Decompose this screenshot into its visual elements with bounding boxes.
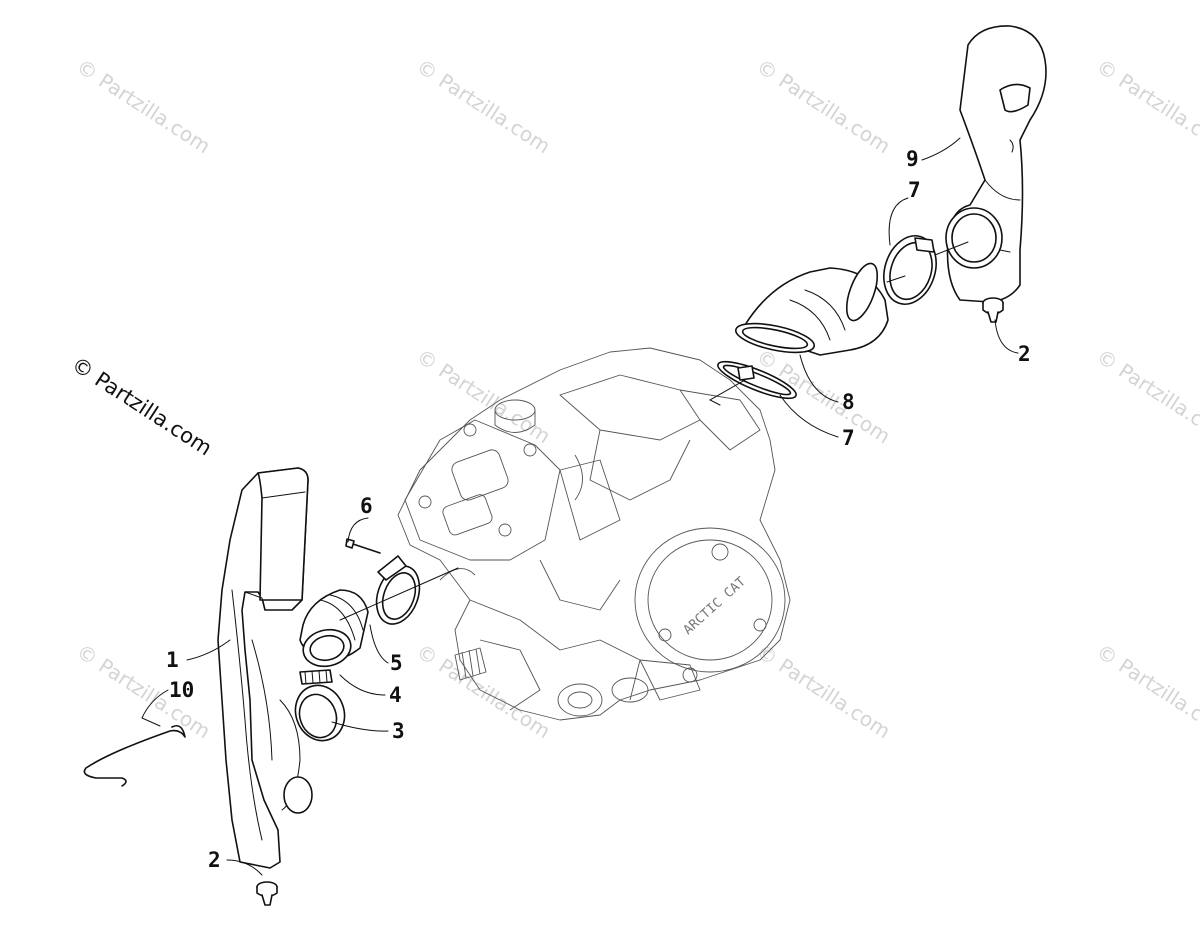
engine-outline [397,347,791,721]
watermark-10: © Partzilla.com [752,639,895,743]
callout-1: 1 [166,648,179,672]
leader-9 [921,137,961,161]
watermark-7: © Partzilla.com [1092,344,1200,448]
part-2-drain-valve-bottom [256,881,278,906]
part-7-clamp-lower [717,360,797,400]
callout-6: 6 [360,494,373,518]
watermark-main: © Partzilla.com [67,352,216,460]
watermark-1: © Partzilla.com [72,54,215,158]
leader-2-top [994,319,1019,354]
assembly-lines [339,241,969,621]
leader-7-upper [888,197,909,246]
watermark-3: © Partzilla.com [752,54,895,158]
callouts: 1 2 2 3 4 5 6 7 7 8 9 10 [141,137,1031,876]
leader-5 [369,624,389,664]
watermark-5: © Partzilla.com [412,344,555,448]
part-5-clamp [375,555,421,625]
leader-4 [339,674,386,696]
leader-7-lower [779,394,839,438]
callout-8: 8 [842,390,855,414]
callout-7-upper: 7 [908,178,921,202]
callout-5: 5 [390,651,403,675]
callout-9: 9 [906,147,919,171]
part-8-intake-elbow [734,262,889,356]
leader-10 [141,689,169,727]
callout-4: 4 [389,683,402,707]
leader-2-bottom [226,859,263,876]
callout-10: 10 [169,678,194,702]
part-7-clamp-upper [883,235,937,305]
part-3-hose-clamp [294,669,346,742]
cover-brand-text: ARCTIC CAT [681,574,749,638]
callout-7-lower: 7 [842,426,855,450]
watermark-2: © Partzilla.com [412,54,555,158]
leader-1 [186,639,231,661]
side-cover [634,527,786,673]
callout-2-bottom: 2 [208,848,221,872]
watermark-11: © Partzilla.com [1092,639,1200,743]
leader-8 [799,354,839,403]
part-4-intake-boot [299,589,369,668]
watermark-9: © Partzilla.com [412,639,555,743]
engine: ARCTIC CAT [397,347,791,721]
part-10-clamp-wire [83,724,186,787]
part-9-upper-duct [945,25,1047,303]
callout-3: 3 [392,719,405,743]
part-6-screw [345,538,381,554]
watermark-4: © Partzilla.com [1092,54,1200,158]
leader-3 [331,721,389,732]
callout-2-top: 2 [1018,342,1031,366]
part-1-intake-duct [217,467,313,869]
leader-6 [347,517,369,543]
output-shaft [454,647,487,681]
part-2-drain-valve-top [982,297,1004,323]
cylinder-head [404,419,561,561]
